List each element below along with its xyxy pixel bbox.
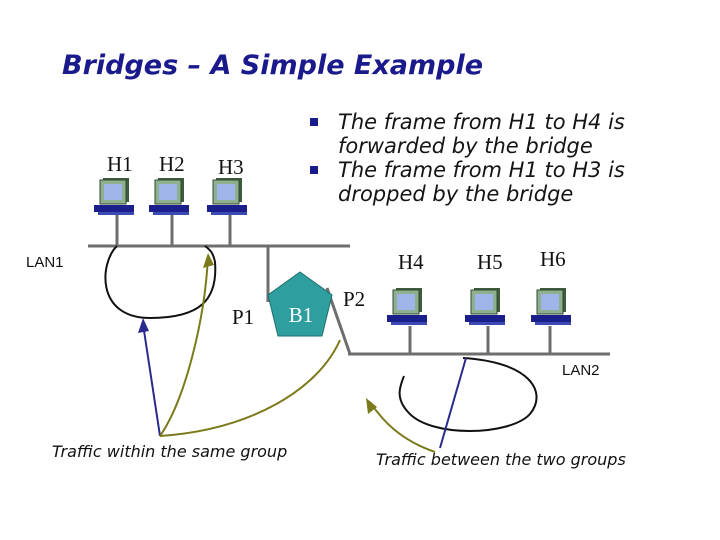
lan1-label: LAN1	[26, 254, 64, 271]
port-label-p2: P2	[343, 287, 366, 311]
arrowhead-icon	[138, 318, 149, 333]
arrow-two-groups	[369, 401, 436, 453]
computer-icon	[206, 177, 248, 216]
bullet-square-icon	[310, 166, 318, 174]
arrow-same-group-to-bridge	[159, 339, 341, 437]
bridge-label: B1	[288, 303, 314, 327]
bullet-item: The frame from H1 to H3 is dropped by th…	[308, 158, 713, 206]
arrow-two-groups-lan2	[439, 357, 467, 449]
host-label-h4: H4	[398, 250, 424, 274]
host-label-h1: H1	[107, 152, 133, 176]
arrow-same-group-upper	[159, 255, 209, 437]
traffic-loop-lan2	[398, 357, 538, 432]
traffic-loop-lan1	[104, 245, 217, 320]
computer-icon	[464, 287, 506, 326]
bullet-text: The frame from H1 to H4 is forwarded by …	[338, 110, 625, 158]
host-label-h2: H2	[159, 152, 185, 176]
computer-icon	[93, 177, 135, 216]
bullet-square-icon	[310, 118, 318, 126]
bullet-item: The frame from H1 to H4 is forwarded by …	[308, 110, 713, 158]
bullet-text: The frame from H1 to H3 is dropped by th…	[338, 158, 625, 206]
computer-icon	[530, 287, 572, 326]
lan2-label: LAN2	[562, 362, 600, 379]
caption-same-group: Traffic within the same group	[52, 442, 288, 461]
port-label-p1: P1	[232, 305, 255, 329]
arrowhead-icon	[366, 398, 377, 414]
bullet-list: The frame from H1 to H4 is forwarded by …	[308, 110, 713, 206]
host-label-h3: H3	[218, 155, 244, 179]
bridge-icon	[267, 271, 333, 337]
computer-icon	[386, 287, 428, 326]
host-label-h6: H6	[540, 247, 566, 271]
computer-icon	[148, 177, 190, 216]
host-label-h5: H5	[477, 250, 503, 274]
arrow-same-group	[142, 323, 161, 437]
caption-two-groups: Traffic between the two groups	[376, 450, 626, 469]
slide-title: Bridges – A Simple Example	[62, 50, 484, 81]
